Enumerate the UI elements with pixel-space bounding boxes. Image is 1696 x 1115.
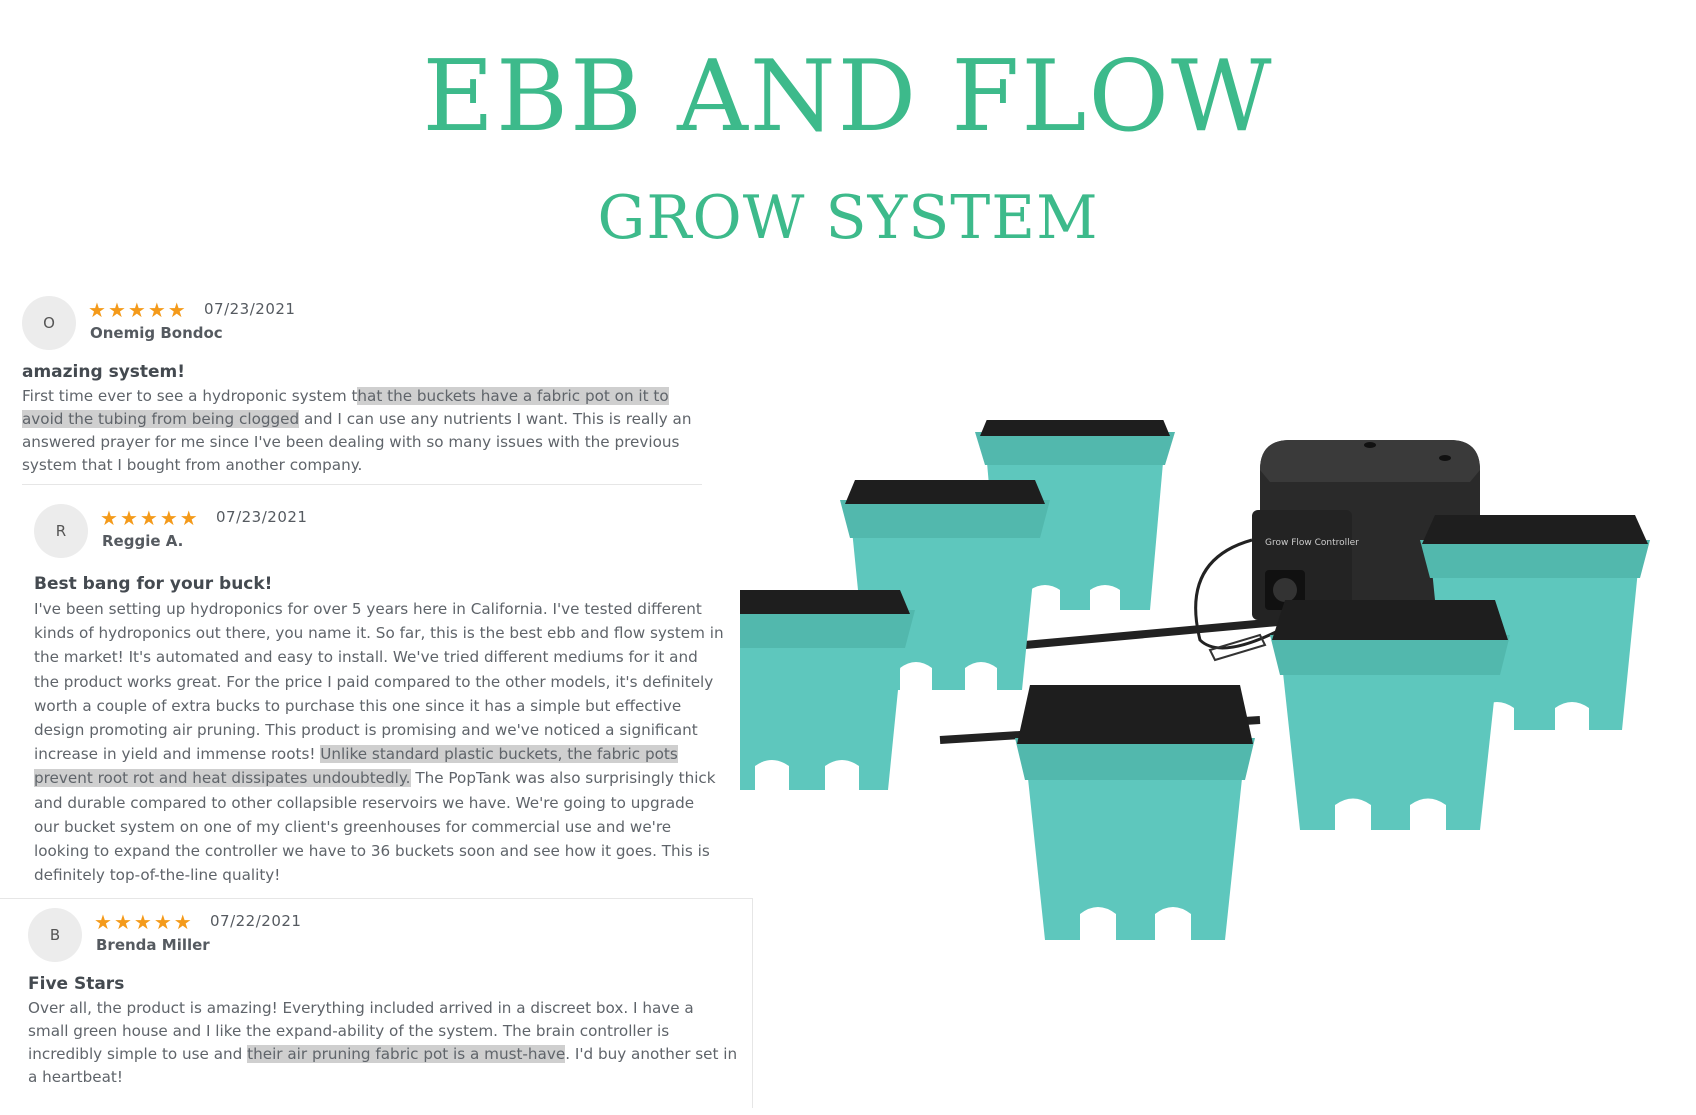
star-icon: ★: [173, 910, 192, 934]
star-rating: ★★★★★: [94, 912, 192, 932]
star-icon: ★: [147, 298, 166, 322]
star-icon: ★: [133, 910, 152, 934]
star-icon: ★: [179, 506, 198, 530]
review-card: B ★★★★★ 07/22/2021 Brenda Miller Five St…: [28, 908, 738, 1089]
review-body: I've been setting up hydroponics for ove…: [34, 600, 724, 885]
page-title: EBB AND FLOW: [422, 40, 1274, 154]
review-body: First time ever to see a hydroponic syst…: [22, 387, 692, 474]
avatar: R: [34, 504, 88, 558]
star-icon: ★: [119, 506, 138, 530]
review-date: 07/23/2021: [204, 300, 296, 318]
star-icon: ★: [107, 298, 126, 322]
star-icon: ★: [159, 506, 178, 530]
review-divider: [0, 898, 752, 899]
bucket: [1270, 600, 1510, 830]
star-icon: ★: [88, 298, 106, 322]
star-rating: ★★★★★: [100, 508, 198, 528]
review-author: Brenda Miller: [96, 936, 210, 954]
bucket: [740, 590, 915, 790]
review-author: Reggie A.: [102, 532, 184, 550]
star-icon: ★: [100, 506, 118, 530]
star-icon: ★: [113, 910, 132, 934]
controller-label: Grow Flow Controller: [1265, 538, 1359, 548]
star-icon: ★: [139, 506, 158, 530]
avatar: B: [28, 908, 82, 962]
avatar: O: [22, 296, 76, 350]
star-rating: ★★★★★: [88, 300, 186, 320]
review-date: 07/22/2021: [210, 912, 302, 930]
bucket: [1015, 685, 1255, 940]
review-card: O ★★★★★ 07/23/2021 Onemig Bondoc amazing…: [22, 296, 712, 477]
page-subtitle: GROW SYSTEM: [597, 183, 1099, 253]
review-title: Five Stars: [28, 974, 125, 994]
star-icon: ★: [167, 298, 186, 322]
review-author: Onemig Bondoc: [90, 324, 223, 342]
review-border: [752, 898, 753, 1108]
review-divider: [22, 484, 702, 485]
review-date: 07/23/2021: [216, 508, 308, 526]
product-image: Grow Flow Controller: [740, 420, 1650, 940]
star-icon: ★: [94, 910, 112, 934]
star-icon: ★: [153, 910, 172, 934]
review-title: Best bang for your buck!: [34, 574, 273, 594]
review-body: Over all, the product is amazing! Everyt…: [28, 999, 738, 1086]
star-icon: ★: [127, 298, 146, 322]
highlighted-text: their air pruning fabric pot is a must-h…: [247, 1045, 566, 1063]
review-card: R ★★★★★ 07/23/2021 Reggie A. Best bang f…: [34, 504, 724, 887]
review-title: amazing system!: [22, 362, 186, 382]
